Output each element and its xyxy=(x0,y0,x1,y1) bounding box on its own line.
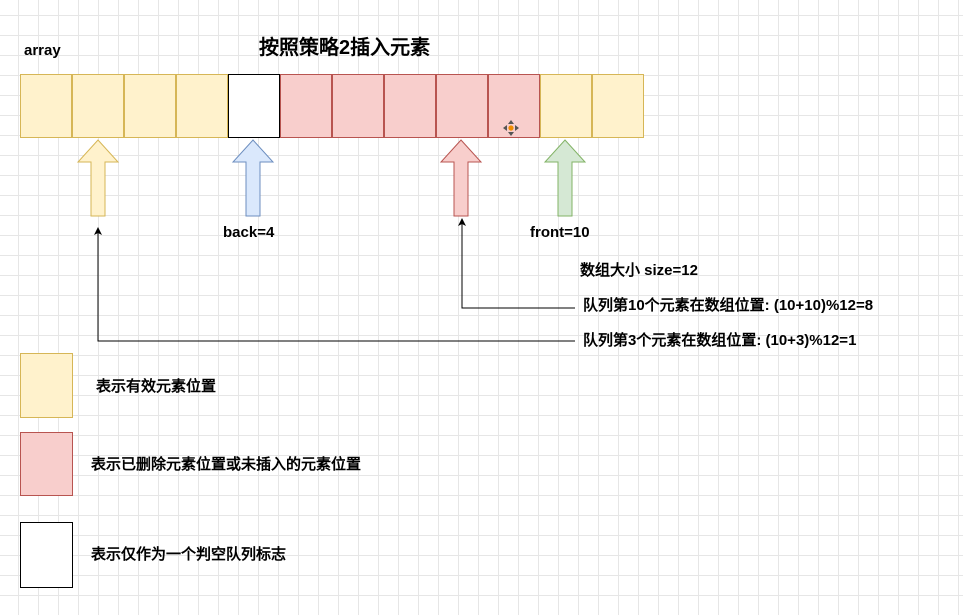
array-label: array xyxy=(24,42,61,59)
legend-text-empty: 表示仅作为一个判空队列标志 xyxy=(91,546,287,563)
array-cell-1 xyxy=(72,74,124,138)
legend-swatch-deleted xyxy=(20,432,73,496)
legend-swatch-empty xyxy=(20,522,73,588)
move-cursor-icon xyxy=(503,120,519,136)
array-cell-5 xyxy=(280,74,332,138)
array-cell-0 xyxy=(20,74,72,138)
array-size-label: 数组大小 size=12 xyxy=(580,262,698,279)
pointer-arrow-third xyxy=(76,139,120,217)
legend-text-deleted: 表示已删除元素位置或未插入的元素位置 xyxy=(91,456,362,473)
pointer-arrow-front xyxy=(543,139,587,217)
front-pointer-label: front=10 xyxy=(530,224,590,241)
array-cell-7 xyxy=(384,74,436,138)
array-cell-6 xyxy=(332,74,384,138)
array-cell-3 xyxy=(176,74,228,138)
array-cell-4 xyxy=(228,74,280,138)
diagram-title: 按照策略2插入元素 xyxy=(259,37,431,59)
array-cell-11 xyxy=(592,74,644,138)
back-pointer-label: back=4 xyxy=(223,224,275,241)
annotation-tenth-element: 队列第10个元素在数组位置: (10+10)%12=8 xyxy=(583,297,874,314)
legend-swatch-valid xyxy=(20,353,73,418)
array-cell-8 xyxy=(436,74,488,138)
pointer-arrow-tenth xyxy=(439,139,483,217)
connector-tenth xyxy=(458,218,575,309)
array-cell-2 xyxy=(124,74,176,138)
connector-third xyxy=(94,227,575,342)
array-cell-9 xyxy=(488,74,540,138)
pointer-arrow-back xyxy=(231,139,275,217)
legend-text-valid: 表示有效元素位置 xyxy=(96,378,217,395)
array-cell-10 xyxy=(540,74,592,138)
annotation-third-element: 队列第3个元素在数组位置: (10+3)%12=1 xyxy=(583,332,857,349)
